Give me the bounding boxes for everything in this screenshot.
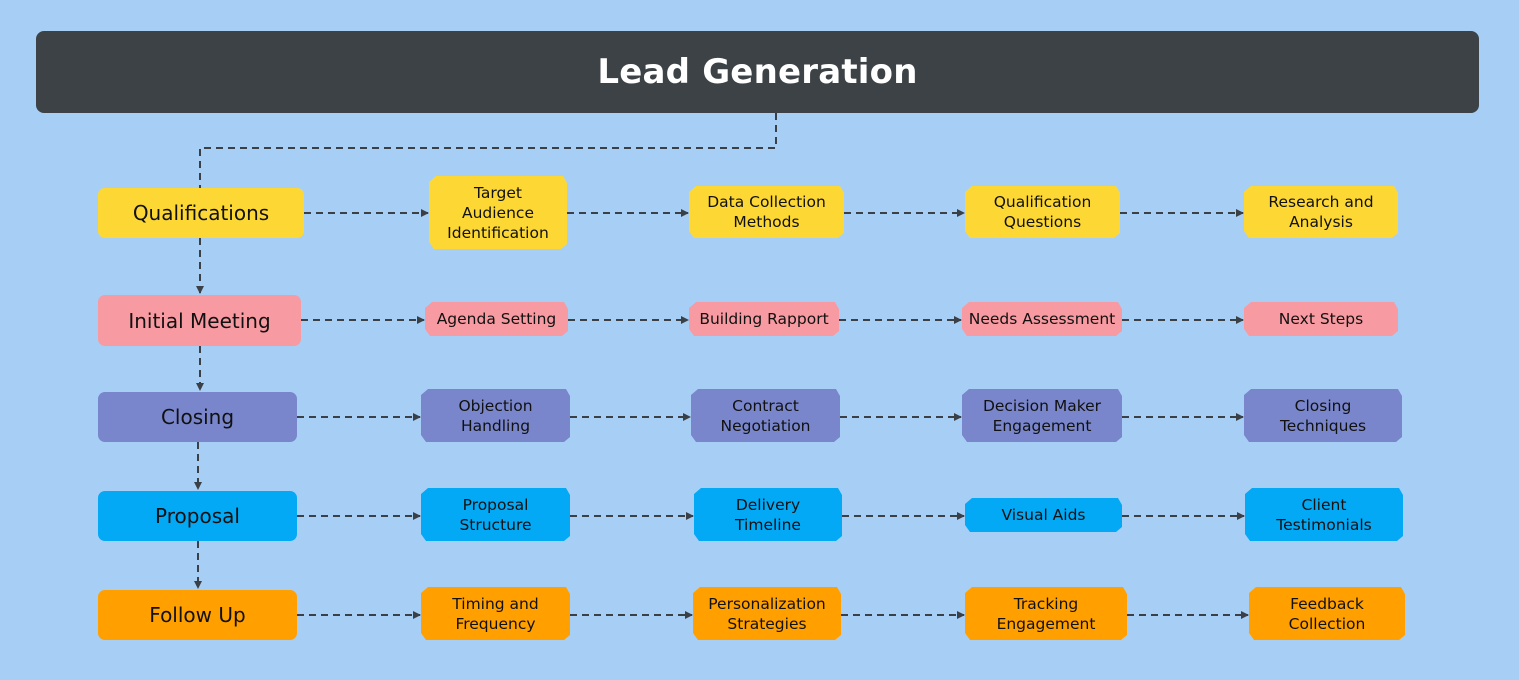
step-label: Decision Maker Engagement (982, 396, 1102, 435)
stage-label: Closing (160, 405, 235, 429)
step-needs-assessment[interactable]: Needs Assessment (962, 302, 1122, 336)
diagram-title: Lead Generation (597, 52, 918, 92)
stage-initial-meeting[interactable]: Initial Meeting (98, 295, 301, 346)
step-label: Timing and Frequency (452, 594, 539, 633)
step-qualification-questions[interactable]: Qualification Questions (965, 186, 1120, 238)
step-label: Proposal Structure (459, 495, 532, 534)
step-closing-techniques[interactable]: Closing Techniques (1244, 389, 1402, 442)
step-visual-aids[interactable]: Visual Aids (965, 498, 1122, 532)
step-label: Delivery Timeline (735, 495, 801, 534)
stage-label: Proposal (155, 504, 240, 528)
step-contract-negotiation[interactable]: Contract Negotiation (691, 389, 840, 442)
step-label: Objection Handling (458, 396, 533, 435)
step-label: Feedback Collection (1288, 594, 1366, 633)
step-label: Next Steps (1278, 310, 1364, 328)
step-label: Agenda Setting (436, 310, 557, 328)
step-personalization-strategies[interactable]: Personalization Strategies (693, 587, 841, 640)
step-label: Contract Negotiation (720, 396, 811, 435)
step-label: Needs Assessment (968, 310, 1116, 328)
step-feedback-collection[interactable]: Feedback Collection (1249, 587, 1405, 640)
step-building-rapport[interactable]: Building Rapport (689, 302, 839, 336)
stage-qualifications[interactable]: Qualifications (98, 188, 304, 238)
step-label: Data Collection Methods (707, 193, 826, 231)
step-label: Research and Analysis (1268, 193, 1374, 231)
step-data-collection-methods[interactable]: Data Collection Methods (689, 186, 844, 238)
stage-label: Initial Meeting (128, 308, 271, 333)
step-label: Visual Aids (1001, 506, 1086, 524)
stage-label: Qualifications (132, 201, 270, 225)
step-research-and-analysis[interactable]: Research and Analysis (1244, 186, 1398, 238)
step-label: Building Rapport (699, 310, 829, 328)
step-label: Personalization Strategies (708, 594, 826, 633)
stage-label: Follow Up (149, 603, 246, 627)
stage-proposal[interactable]: Proposal (98, 491, 297, 541)
diagram-header: Lead Generation (36, 31, 1479, 113)
step-objection-handling[interactable]: Objection Handling (421, 389, 570, 442)
step-tracking-engagement[interactable]: Tracking Engagement (965, 587, 1127, 640)
step-next-steps[interactable]: Next Steps (1244, 302, 1398, 336)
step-client-testimonials[interactable]: Client Testimonials (1245, 488, 1403, 541)
step-label: Tracking Engagement (996, 594, 1096, 633)
step-proposal-structure[interactable]: Proposal Structure (421, 488, 570, 541)
stage-follow-up[interactable]: Follow Up (98, 590, 297, 640)
step-target-audience-identification[interactable]: Target Audience Identification (429, 176, 567, 249)
step-timing-and-frequency[interactable]: Timing and Frequency (421, 587, 570, 640)
step-label: Target Audience Identification (447, 183, 549, 242)
connector-header-to-qualifications (199, 113, 777, 188)
step-label: Qualification Questions (993, 193, 1092, 231)
step-agenda-setting[interactable]: Agenda Setting (425, 302, 568, 336)
step-delivery-timeline[interactable]: Delivery Timeline (694, 488, 842, 541)
step-label: Closing Techniques (1279, 396, 1367, 435)
step-decision-maker-engagement[interactable]: Decision Maker Engagement (962, 389, 1122, 442)
step-label: Client Testimonials (1276, 495, 1372, 534)
stage-closing[interactable]: Closing (98, 392, 297, 442)
